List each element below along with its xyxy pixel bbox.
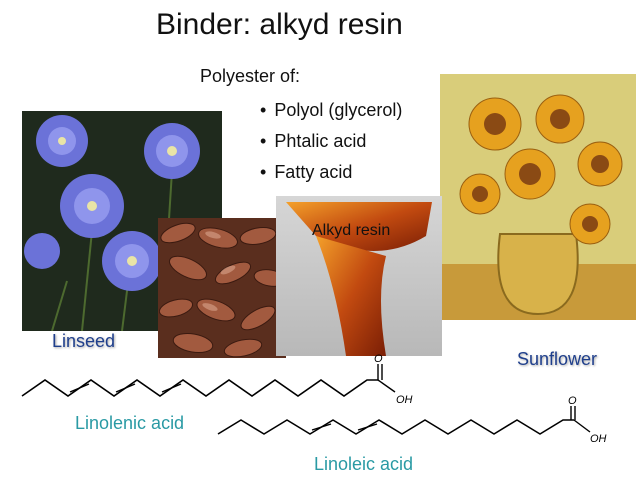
carbonyl-oxygen-label: O xyxy=(568,395,577,407)
bullet-item: Polyol (glycerol) xyxy=(260,95,402,126)
alkyd-resin-label: Alkyd resin xyxy=(312,222,391,239)
sunflower-painting-image xyxy=(440,74,636,320)
linoleic-acid-label: Linoleic acid xyxy=(314,454,414,474)
slide-subtitle: Polyester of: xyxy=(200,66,301,86)
carbonyl-oxygen-label: O xyxy=(374,353,383,365)
hydroxyl-label: OH xyxy=(396,394,413,406)
hydroxyl-label: OH xyxy=(590,433,607,445)
linolenic-acid-label: Linolenic acid xyxy=(75,413,185,433)
sunflower-label: Sunflower xyxy=(517,349,598,369)
linseed-image xyxy=(158,218,286,358)
linoleic-acid-structure: O OH xyxy=(217,395,607,445)
double-bond xyxy=(161,383,182,393)
bullet-item: Fatty acid xyxy=(260,157,402,188)
slide-title: Binder: alkyd resin xyxy=(156,8,403,41)
alkyd-resin-pour-image xyxy=(276,196,442,356)
bullet-item: Phtalic acid xyxy=(260,126,402,157)
double-bond xyxy=(115,383,136,393)
bullet-list: Polyol (glycerol) Phtalic acid Fatty aci… xyxy=(260,95,402,188)
double-bond xyxy=(311,423,332,431)
double-bond xyxy=(357,423,378,431)
linolenic-acid-structure: O OH xyxy=(21,353,413,406)
linseed-label: Linseed xyxy=(52,331,116,351)
double-bond xyxy=(69,383,90,393)
